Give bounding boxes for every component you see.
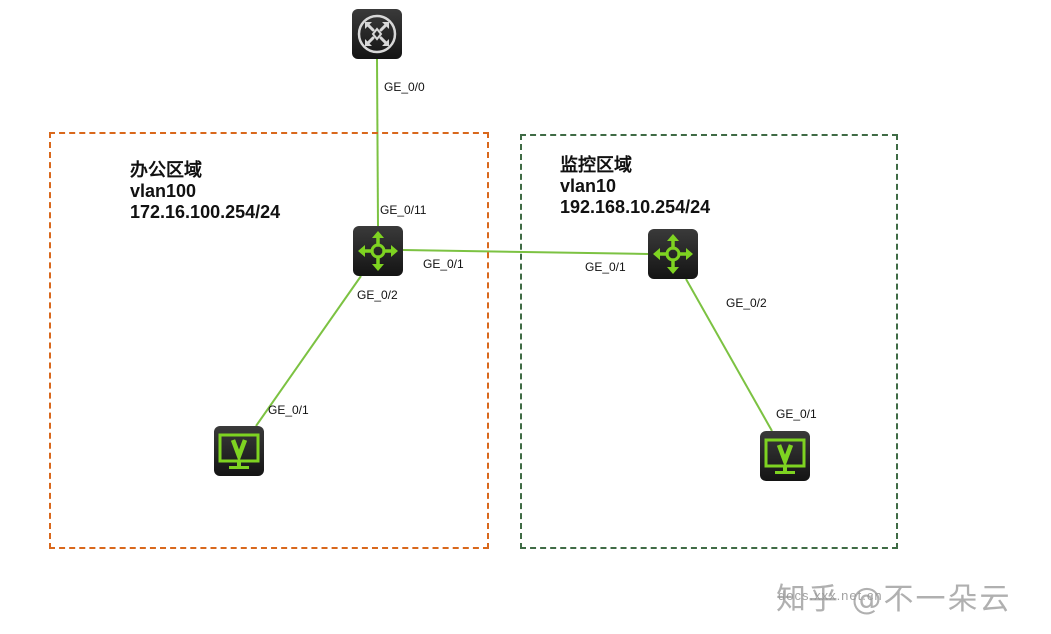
link-router-switch1 [376,58,379,227]
link-switch1-pc1 [255,275,362,427]
port-label-switch1-ge011: GE_0/11 [380,203,427,217]
zone-office-gateway: 172.16.100.254/24 [130,202,281,222]
port-label-switch1-ge01: GE_0/1 [423,257,464,271]
zone-monitor-name: 监控区域 [560,155,632,176]
watermark-url: docs.xxx.net.cn [778,588,883,603]
l3-switch-icon [358,231,398,271]
port-label-pc1-ge01: GE_0/1 [268,403,309,417]
zone-monitor-vlan: vlan10 [560,176,617,196]
watermark-text: 知乎 @不一朵云 [776,582,1012,617]
zone-monitor-label: 监控区域 vlan10 192.168.10.254/24 [560,155,710,218]
zone-monitor-gateway: 192.168.10.254/24 [560,197,711,217]
link-switch1-switch2 [402,249,649,255]
zone-monitor-boundary [520,134,898,549]
switch2-device[interactable] [648,229,698,279]
port-label-router-ge00: GE_0/0 [384,80,425,94]
pc1-device[interactable] [214,426,264,476]
pc2-device[interactable] [760,431,810,481]
zone-office-label: 办公区域 vlan100 172.16.100.254/24 [130,160,280,223]
l3-switch-icon [653,234,693,274]
host-monitor-icon [218,433,260,469]
port-label-switch2-ge02: GE_0/2 [726,296,767,310]
host-monitor-icon [764,438,806,474]
router-icon [357,14,397,54]
port-label-switch1-ge02: GE_0/2 [357,288,398,302]
zone-office-vlan: vlan100 [130,181,197,201]
link-switch2-pc2 [685,278,773,432]
port-label-pc2-ge01: GE_0/1 [776,407,817,421]
zone-office-name: 办公区域 [130,160,202,181]
router-device[interactable] [352,9,402,59]
port-label-switch2-ge01: GE_0/1 [585,260,626,274]
zone-office-boundary [49,132,489,549]
switch1-device[interactable] [353,226,403,276]
